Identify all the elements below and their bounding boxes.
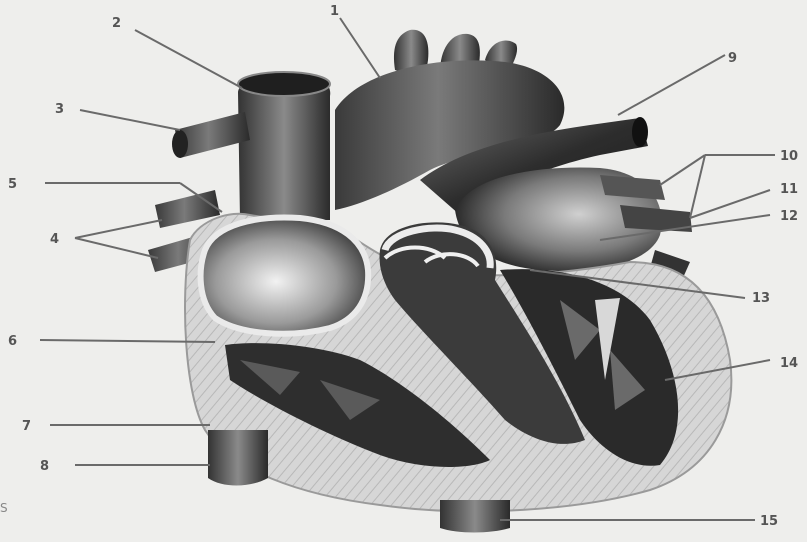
label-2: 2: [112, 16, 121, 31]
label-1: 1: [330, 4, 339, 19]
watermark-mark: S: [0, 501, 8, 515]
right-atrium: [201, 217, 369, 333]
label-3: 3: [55, 102, 64, 117]
label-6: 6: [8, 334, 17, 349]
label-5: 5: [8, 177, 17, 192]
label-15: 15: [760, 514, 778, 529]
label-14: 14: [780, 356, 798, 371]
label-8: 8: [40, 459, 49, 474]
label-12: 12: [780, 209, 798, 224]
label-13: 13: [752, 291, 770, 306]
label-4: 4: [50, 232, 59, 247]
inferior-vena-cava: [208, 430, 268, 486]
label-10: 10: [780, 149, 798, 164]
label-9: 9: [728, 51, 737, 66]
label-7: 7: [22, 419, 31, 434]
label-11: 11: [780, 182, 798, 197]
